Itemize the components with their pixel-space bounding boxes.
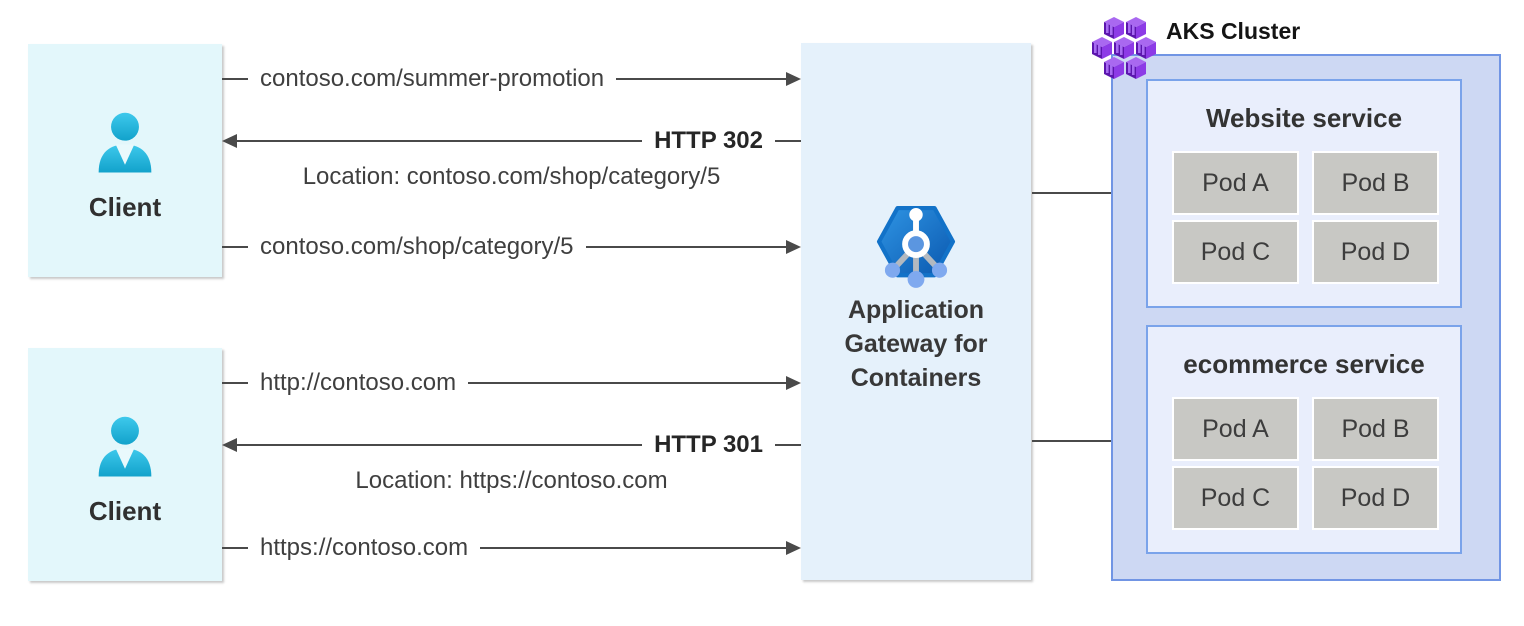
gateway-box: Application Gateway for Containers bbox=[801, 43, 1031, 580]
pod-label: Pod D bbox=[1340, 483, 1411, 512]
pod-label: Pod A bbox=[1202, 168, 1269, 197]
arrow-line bbox=[468, 382, 786, 384]
arrow-line bbox=[480, 547, 786, 549]
aks-cluster-label: AKS Cluster bbox=[1166, 18, 1301, 44]
arrowhead-right-icon bbox=[786, 376, 801, 390]
aks-cluster-cubes-icon bbox=[1092, 17, 1156, 79]
arrow-line bbox=[775, 444, 801, 446]
pod-label: Pod A bbox=[1202, 414, 1269, 443]
request-arrow-https: https://contoso.com bbox=[222, 533, 801, 563]
arrow-line bbox=[585, 246, 786, 248]
arrowhead-left-icon bbox=[222, 438, 237, 452]
pod-box: Pod C bbox=[1172, 466, 1299, 530]
app-gateway-for-containers-icon bbox=[876, 205, 956, 288]
arrow-line bbox=[222, 547, 248, 549]
request-url-label: contoso.com/summer-promotion bbox=[260, 65, 605, 92]
arrowhead-left-icon bbox=[222, 134, 237, 148]
location-label: Location: contoso.com/shop/category/5 bbox=[302, 163, 721, 190]
arrowhead-right-icon bbox=[786, 240, 801, 254]
arrow-line bbox=[222, 382, 248, 384]
arrowhead-right-icon bbox=[786, 541, 801, 555]
arrow-line bbox=[237, 140, 643, 142]
http-status-label: HTTP 301 bbox=[654, 431, 763, 458]
client-label: Client bbox=[88, 192, 162, 222]
arrow-line bbox=[222, 78, 248, 80]
arrow-line bbox=[1032, 440, 1133, 442]
pod-box: Pod A bbox=[1172, 397, 1299, 461]
arrow-line bbox=[222, 246, 248, 248]
service-title: ecommerce service bbox=[1183, 349, 1425, 379]
pod-label: Pod B bbox=[1341, 168, 1410, 197]
pod-box: Pod D bbox=[1312, 220, 1439, 284]
aks-cluster-box: Website service Pod A Pod B Pod C Pod D … bbox=[1111, 54, 1501, 581]
service-title: Website service bbox=[1205, 103, 1403, 133]
request-arrow-summer-promotion: contoso.com/summer-promotion bbox=[222, 64, 801, 94]
client-label: Client bbox=[88, 496, 162, 526]
arrow-line bbox=[775, 140, 801, 142]
request-url-label: https://contoso.com bbox=[260, 534, 469, 561]
ecommerce-service-box: ecommerce service Pod A Pod B Pod C Pod … bbox=[1146, 325, 1462, 554]
client-box-2: Client bbox=[28, 348, 222, 581]
arrow-line bbox=[237, 444, 643, 446]
pod-box: Pod D bbox=[1312, 466, 1439, 530]
pod-box: Pod C bbox=[1172, 220, 1299, 284]
response-arrow-http-301: HTTP 301 bbox=[222, 430, 801, 460]
arrow-line bbox=[616, 78, 786, 80]
request-url-label: contoso.com/shop/category/5 bbox=[260, 233, 574, 260]
arrowhead-right-icon bbox=[786, 72, 801, 86]
pod-label: Pod D bbox=[1340, 237, 1411, 266]
website-service-box: Website service Pod A Pod B Pod C Pod D bbox=[1146, 79, 1462, 308]
person-icon bbox=[98, 416, 152, 477]
client-box-1: Client bbox=[28, 44, 222, 277]
pod-label: Pod C bbox=[1200, 237, 1271, 266]
pod-box: Pod A bbox=[1172, 151, 1299, 215]
arrow-line bbox=[1032, 192, 1133, 194]
location-label: Location: https://contoso.com bbox=[355, 467, 668, 494]
pod-box: Pod B bbox=[1312, 397, 1439, 461]
request-url-label: http://contoso.com bbox=[260, 369, 457, 396]
person-icon bbox=[98, 112, 152, 173]
request-arrow-http: http://contoso.com bbox=[222, 368, 801, 398]
pod-label: Pod C bbox=[1200, 483, 1271, 512]
gateway-label: Application Gateway for Containers bbox=[844, 296, 988, 392]
pod-box: Pod B bbox=[1312, 151, 1439, 215]
request-arrow-shop-category: contoso.com/shop/category/5 bbox=[222, 232, 801, 262]
pod-label: Pod B bbox=[1341, 414, 1410, 443]
http-status-label: HTTP 302 bbox=[654, 127, 763, 154]
response-arrow-http-302: HTTP 302 bbox=[222, 126, 801, 156]
